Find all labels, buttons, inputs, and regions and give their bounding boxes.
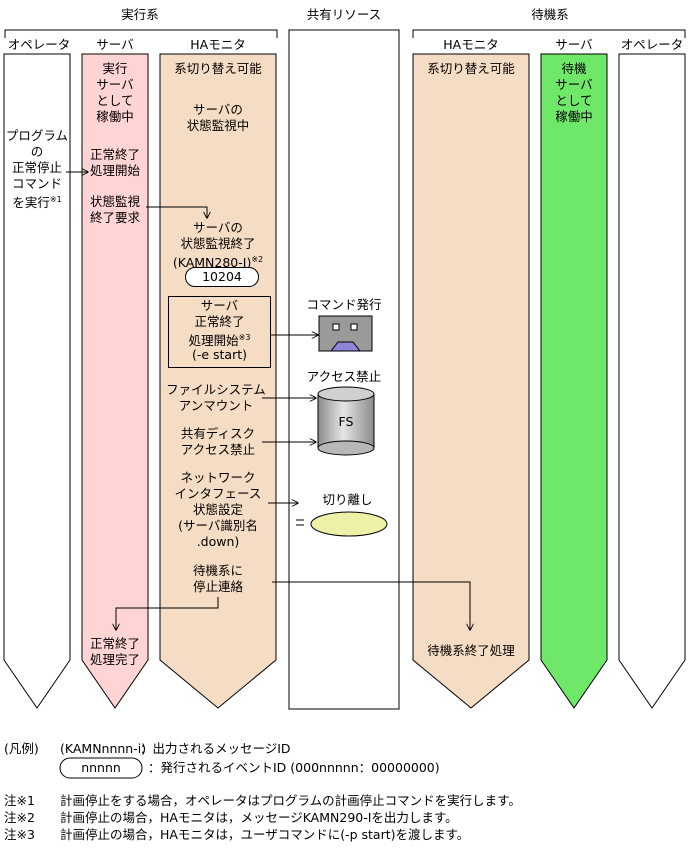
note-2-mark: 注※2 <box>4 810 35 825</box>
user-command-box-text: サーバ 正常終了 処理開始※3 <box>169 298 270 349</box>
note-3-mark: 注※3 <box>4 827 35 842</box>
column-standby-ha: HAモニタ <box>443 37 499 52</box>
fs-label: FS <box>338 414 354 429</box>
server-normal-end-start: 正常終了 処理開始 <box>89 147 140 178</box>
ha-notify-text: 待機系に 停止連絡 <box>192 563 243 594</box>
operator-note-mark: ※1 <box>49 195 62 204</box>
standby-group-bracket <box>412 29 686 38</box>
operator-stop-command-text: プログラム の 正常停止 コマンド を実行※1 <box>4 128 70 211</box>
column-standby-server: サーバ <box>555 37 593 52</box>
ha-switchable-text: 系切り替え可能 <box>174 61 262 76</box>
operator-command-label: プログラム の 正常停止 コマンド を実行 <box>5 128 69 211</box>
standby-ha-lane <box>412 53 530 709</box>
active-operator-lane <box>3 53 71 709</box>
user-command-box-label: サーバ 正常終了 処理開始 <box>188 298 245 349</box>
user-command-box-mark: ※3 <box>238 333 251 342</box>
server-normal-end-done: 正常終了 処理完了 <box>89 636 140 667</box>
ha-monitor-end-text: サーバの 状態監視終了 (KAMN280-I)※2 <box>160 220 276 271</box>
column-active-operator: オペレータ <box>7 37 71 52</box>
note-3-text: 計画停止の場合，HAモニタは，ユーザコマンドに(-p start)を渡します。 <box>60 827 470 842</box>
standby-server-lane <box>540 53 608 709</box>
legend-message-code: (KAMNnnnn-i) <box>60 741 147 756</box>
legend-event-sample: nnnnn <box>81 760 121 775</box>
active-group-bracket <box>4 29 278 38</box>
ha-monitoring-text: サーバの 状態監視中 <box>186 102 250 133</box>
ha-unmount-text: ファイルシステム アンマウント <box>166 382 266 413</box>
note-1-mark: 注※1 <box>4 793 35 808</box>
ha-nic-text: ネットワーク インタフェース 状態設定 (サーバ識別名 .down) <box>174 470 262 549</box>
shared-group-title: 共有リソース <box>306 7 382 22</box>
arrow-ha-to-server-end <box>116 597 219 630</box>
event-id-pill: 10204 <box>185 267 259 287</box>
user-command-option: (-e start) <box>191 347 248 362</box>
note-2-text: 計画停止の場合，HAモニタは，メッセージKAMN290-Iを出力します。 <box>60 810 458 825</box>
standby-operator-lane <box>618 53 686 709</box>
active-server-lane <box>81 53 149 709</box>
ha-disk-block-text: 共有ディスク アクセス禁止 <box>180 426 256 457</box>
arrow-notify-standby <box>272 581 470 630</box>
standby-switchable-text: 系切り替え可能 <box>427 61 515 76</box>
column-active-server: サーバ <box>96 37 134 52</box>
command-device-icon <box>318 315 373 352</box>
column-standby-operator: オペレータ <box>620 37 684 52</box>
detach-label: 切り離し <box>322 492 373 507</box>
user-command-box: サーバ 正常終了 処理開始※3 (-e start) <box>168 296 271 368</box>
access-block-label: アクセス禁止 <box>306 369 382 384</box>
network-interface-icon <box>296 511 388 537</box>
arrow-server-to-ha <box>146 206 207 218</box>
standby-server-running-text: 待機 サーバ として 稼働中 <box>555 61 593 124</box>
command-issue-label: コマンド発行 <box>306 297 382 312</box>
active-group-title: 実行系 <box>121 7 159 22</box>
note-1-text: 計画停止をする場合，オペレータはプログラムの計画停止コマンドを実行します。 <box>60 793 521 808</box>
shared-resource-lane <box>288 29 400 710</box>
legend-event-pill <box>59 757 143 779</box>
column-active-ha: HAモニタ <box>190 37 246 52</box>
fs-disk-icon <box>317 386 375 456</box>
ha-monitor-end-mark: ※2 <box>251 255 264 264</box>
server-monitor-end-request: 状態監視 終了要求 <box>89 194 140 225</box>
legend-event-desc: ：発行されるイベントID (000nnnnn：00000000) <box>148 760 440 775</box>
ha-monitor-end-label: サーバの 状態監視終了 (KAMN280-I) <box>172 220 256 271</box>
standby-end-process-text: 待機系終了処理 <box>427 643 515 658</box>
legend-message-desc: ：出力されるメッセージID <box>140 741 291 756</box>
active-ha-lane <box>159 53 277 709</box>
legend-title: (凡例) <box>4 741 39 756</box>
standby-group-title: 待機系 <box>531 7 569 22</box>
server-running-text: 実行 サーバ として 稼働中 <box>96 61 134 124</box>
